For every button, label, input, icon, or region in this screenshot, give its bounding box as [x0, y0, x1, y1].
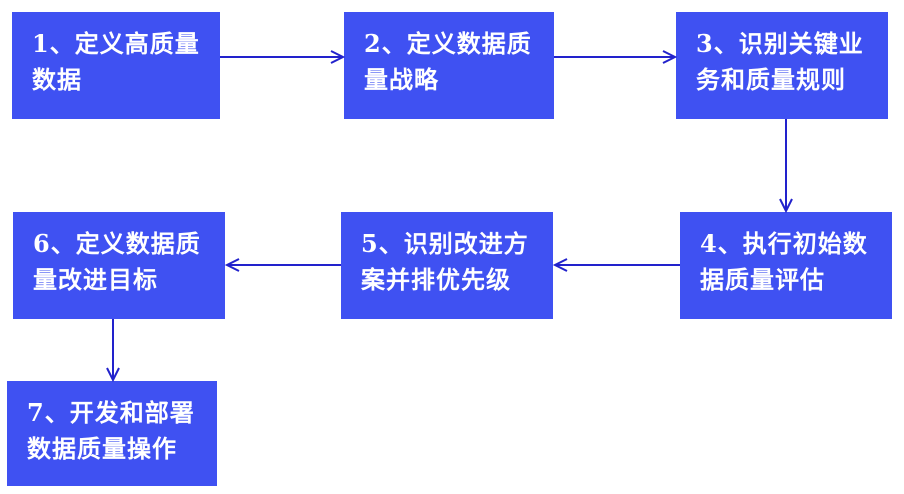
arrow-4-to-5-head	[552, 258, 568, 272]
step-4-box: 4、执行初始数 据质量评估	[680, 212, 892, 319]
step-4-line-2: 据质量评估	[700, 265, 825, 294]
step-6-line-1: 6、定义数据质	[33, 229, 201, 258]
step-6-box: 6、定义数据质 量改进目标	[13, 212, 225, 319]
arrow-2-to-3-head	[662, 50, 678, 64]
step-4-line-1: 4、执行初始数	[700, 229, 868, 258]
arrow-6-to-7-head	[106, 367, 120, 383]
step-1-line-1: 1、定义高质量	[32, 29, 200, 58]
step-1-box: 1、定义高质量 数据	[12, 12, 220, 119]
arrow-5-to-6-head	[224, 258, 240, 272]
step-2-box: 2、定义数据质 量战略	[344, 12, 554, 119]
step-3-line-1: 3、识别关键业	[696, 29, 864, 58]
step-5-line-1: 5、识别改进方	[361, 229, 529, 258]
arrow-1-to-2-head	[330, 50, 346, 64]
step-7-line-1: 7、开发和部署	[27, 398, 195, 427]
step-2-line-1: 2、定义数据质	[364, 29, 532, 58]
step-3-line-2: 务和质量规则	[696, 65, 846, 94]
step-1-line-2: 数据	[32, 65, 82, 94]
arrow-3-to-4-head	[779, 198, 793, 214]
step-2-line-2: 量战略	[364, 65, 439, 94]
step-5-line-2: 案并排优先级	[361, 265, 511, 294]
step-6-line-2: 量改进目标	[33, 265, 158, 294]
step-5-box: 5、识别改进方 案并排优先级	[341, 212, 553, 319]
step-3-box: 3、识别关键业 务和质量规则	[676, 12, 888, 119]
step-7-line-2: 数据质量操作	[27, 434, 177, 463]
step-7-box: 7、开发和部署 数据质量操作	[7, 381, 217, 486]
